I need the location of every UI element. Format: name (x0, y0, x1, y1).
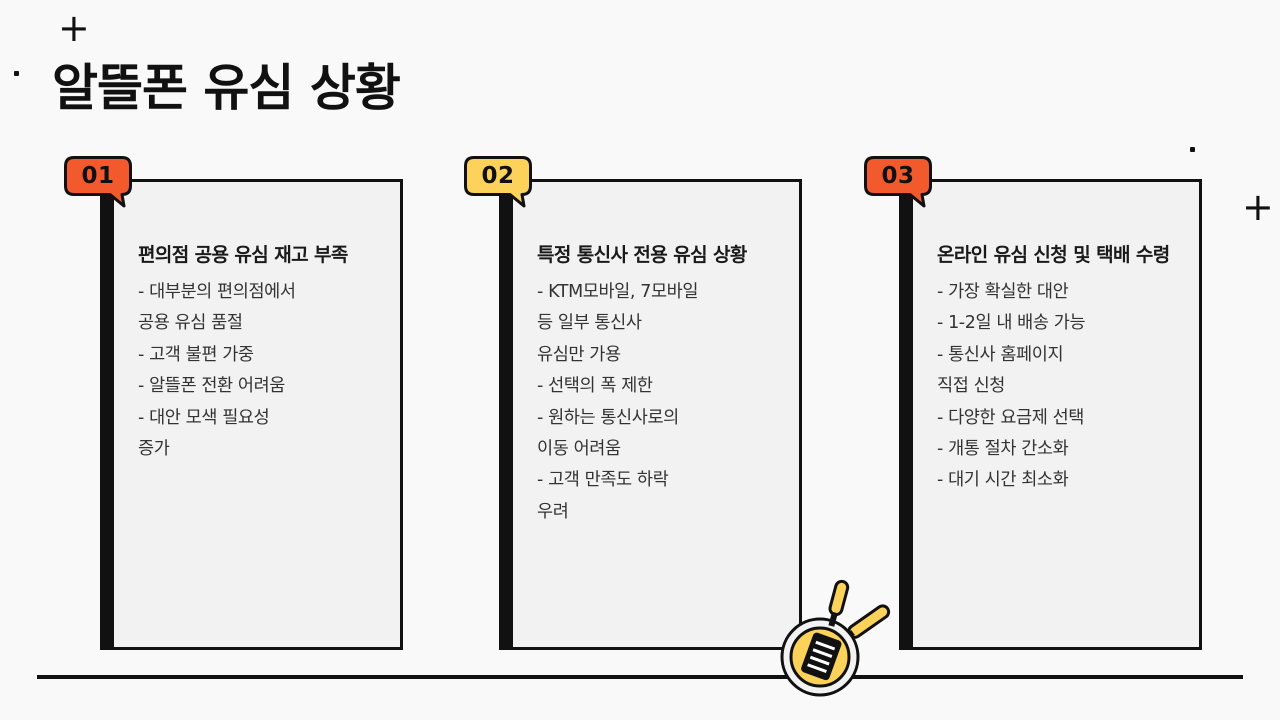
card-accent-bar (899, 179, 913, 650)
info-card-3: 온라인 유심 신청 및 택배 수령 - 가장 확실한 대안 - 1-2일 내 배… (899, 179, 1202, 650)
baseline-divider (37, 675, 1243, 679)
card-title: 특정 통신사 전용 유심 상황 (537, 244, 747, 266)
card-line: - 고객 불편 가중 (138, 344, 254, 365)
step-number: 01 (81, 163, 115, 189)
page-title: 알뜰폰 유심 상황 (52, 59, 401, 117)
step-badge-3: 03 (864, 156, 932, 208)
card-line: 공용 유심 품절 (138, 313, 243, 334)
card-lines: - 가장 확실한 대안 - 1-2일 내 배송 가능 - 통신사 홈페이지 직접… (937, 277, 1185, 497)
step-number: 03 (881, 163, 915, 189)
card-body: 특정 통신사 전용 유심 상황 - KTM모바일, 7모바일 등 일부 통신사 … (537, 240, 785, 528)
plus-icon: + (1242, 185, 1274, 229)
card-line: 우려 (537, 501, 569, 522)
card-line: 직접 신청 (937, 376, 1005, 397)
card-line: - 대부분의 편의점에서 (138, 282, 296, 302)
card-body: 편의점 공용 유심 재고 부족 - 대부분의 편의점에서 공용 유심 품절 - … (138, 240, 386, 465)
card-line: 증가 (138, 439, 170, 460)
card-line: 등 일부 통신사 (537, 313, 642, 334)
card-line: - KTM모바일, 7모바일 (537, 282, 699, 302)
badge-shape (64, 156, 132, 208)
card-line: 이동 어려움 (537, 439, 621, 460)
card-line: - 원하는 통신사로의 (537, 407, 679, 428)
card-title: 온라인 유심 신청 및 택배 수령 (937, 244, 1170, 266)
card-lines: - 대부분의 편의점에서 공용 유심 품절 - 고객 불편 가중 - 알뜰폰 전… (138, 277, 386, 465)
card-line: - 대안 모색 필요성 (138, 407, 270, 428)
card-title: 편의점 공용 유심 재고 부족 (138, 244, 348, 266)
info-card-2: 특정 통신사 전용 유심 상황 - KTM모바일, 7모바일 등 일부 통신사 … (499, 179, 802, 650)
card-line: - 개통 절차 간소화 (937, 439, 1069, 460)
speech-bubble-icon (464, 156, 532, 208)
step-badge-1: 01 (64, 156, 132, 208)
step-badge-2: 02 (464, 156, 532, 208)
badge-shape (464, 156, 532, 208)
card-body: 온라인 유심 신청 및 택배 수령 - 가장 확실한 대안 - 1-2일 내 배… (937, 240, 1185, 497)
dot-decoration (1190, 147, 1195, 152)
plus-icon: + (58, 6, 90, 50)
card-line: - 다양한 요금제 선택 (937, 407, 1085, 428)
card-line: - 고객 만족도 하락 (537, 470, 669, 491)
card-line: - 통신사 홈페이지 (937, 344, 1064, 365)
dot-decoration (14, 71, 19, 76)
card-accent-bar (499, 179, 513, 650)
card-lines: - KTM모바일, 7모바일 등 일부 통신사 유심만 가용 - 선택의 폭 제… (537, 277, 785, 528)
card-line: - 선택의 폭 제한 (537, 376, 653, 397)
frying-pan-spatula-icon (780, 579, 891, 697)
card-line: - 가장 확실한 대안 (937, 282, 1069, 302)
step-number: 02 (481, 163, 515, 189)
speech-bubble-icon (864, 156, 932, 208)
speech-bubble-icon (64, 156, 132, 208)
info-card-1: 편의점 공용 유심 재고 부족 - 대부분의 편의점에서 공용 유심 품절 - … (100, 179, 403, 650)
card-line: - 1-2일 내 배송 가능 (937, 313, 1086, 334)
card-line: 유심만 가용 (537, 344, 621, 365)
badge-shape (864, 156, 932, 208)
card-line: - 대기 시간 최소화 (937, 470, 1069, 491)
card-accent-bar (100, 179, 114, 650)
card-line: - 알뜰폰 전환 어려움 (138, 376, 286, 397)
